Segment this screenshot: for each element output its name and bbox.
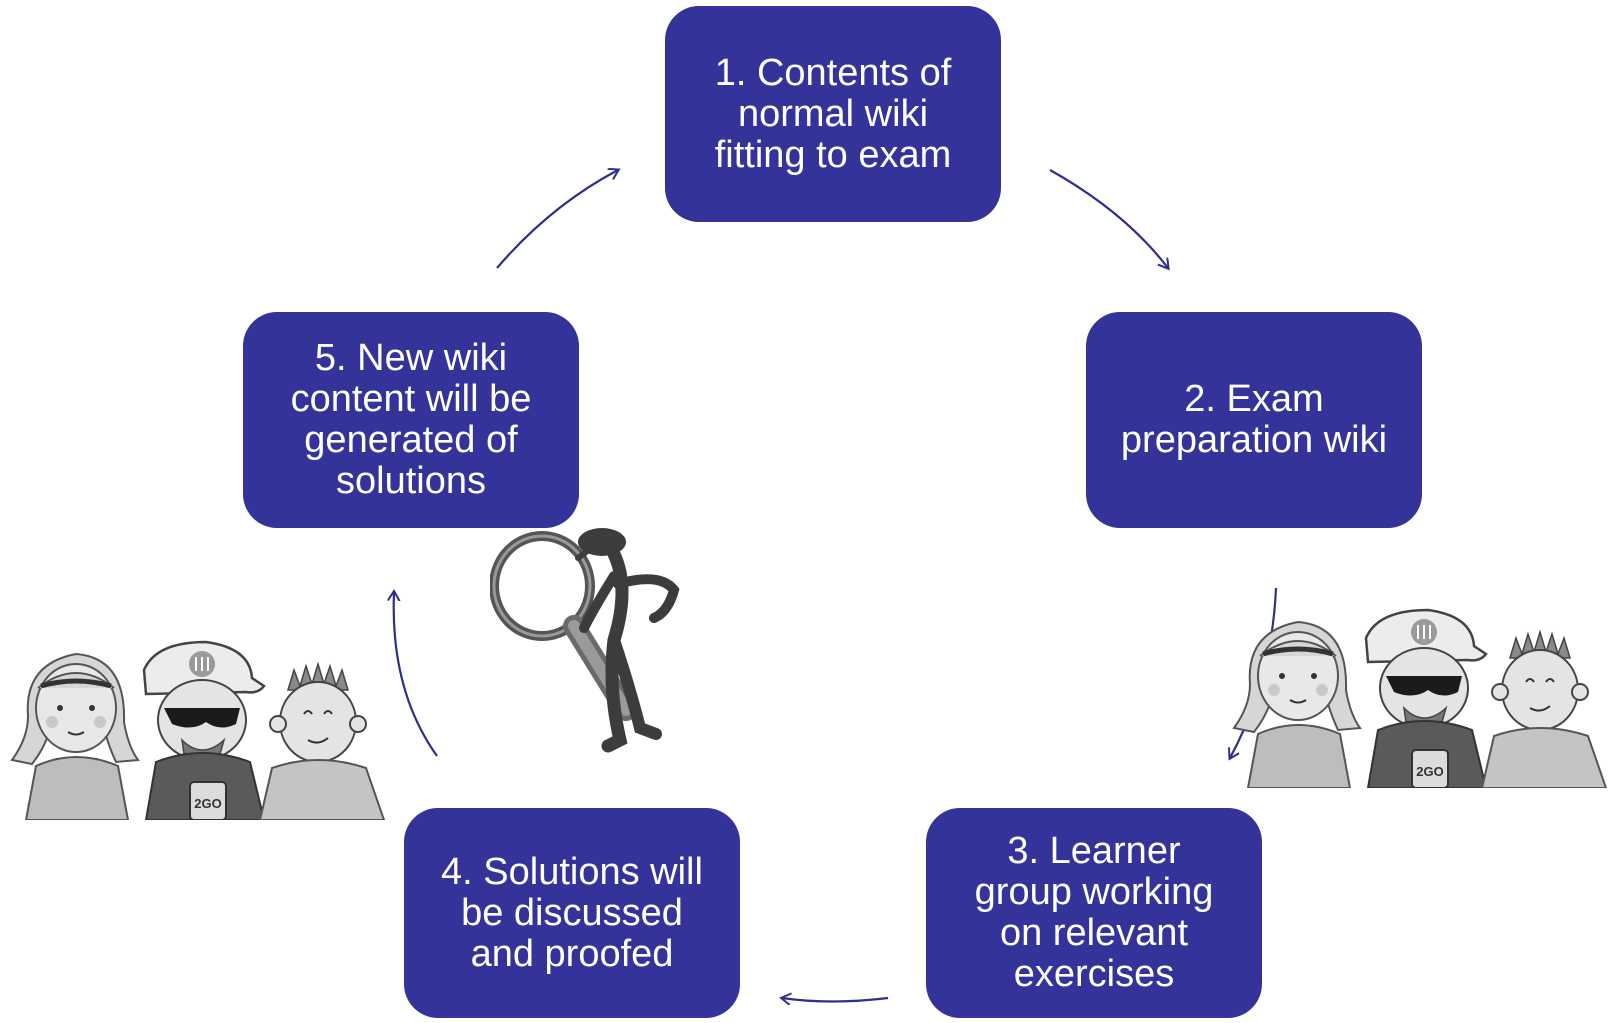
stick-figure-icon [575,528,680,753]
step-5-label: 5. New wiki content will be generated of… [290,337,532,502]
cool-figure-icon: 2GO [1364,608,1488,788]
step-3-box: 3. Learner group working on relevant exe… [926,808,1262,1018]
learner-group-illustration-left: 2GO [10,640,386,820]
magnifying-glass-icon [490,531,637,721]
arrow-3-to-4 [782,998,889,1002]
step-2-label: 2. Exam preparation wiki [1120,378,1388,461]
arrow-4-to-5 [394,592,438,757]
step-4-box: 4. Solutions will be discussed and proof… [404,808,740,1018]
step-1-label: 1. Contents of normal wiki fitting to ex… [714,51,952,176]
cup-label: 2GO [194,796,221,811]
girl-figure-icon [10,652,140,820]
boy-figure-icon [1480,629,1608,788]
step-1-box: 1. Contents of normal wiki fitting to ex… [665,6,1001,222]
cup-label: 2GO [1416,764,1443,779]
learner-group-illustration-right: 2GO [1232,608,1608,788]
step-2-box: 2. Exam preparation wiki [1086,312,1422,528]
step-5-box: 5. New wiki content will be generated of… [243,312,579,528]
cool-figure-icon: 2GO [142,640,266,820]
step-4-label: 4. Solutions will be discussed and proof… [441,850,703,975]
boy-figure-icon [258,661,386,820]
magnifier-figure-illustration [490,528,680,753]
step-3-label: 3. Learner group working on relevant exe… [974,830,1214,995]
girl-figure-icon [1232,620,1362,788]
arrow-1-to-2 [1049,169,1168,268]
arrow-5-to-1 [496,170,618,269]
